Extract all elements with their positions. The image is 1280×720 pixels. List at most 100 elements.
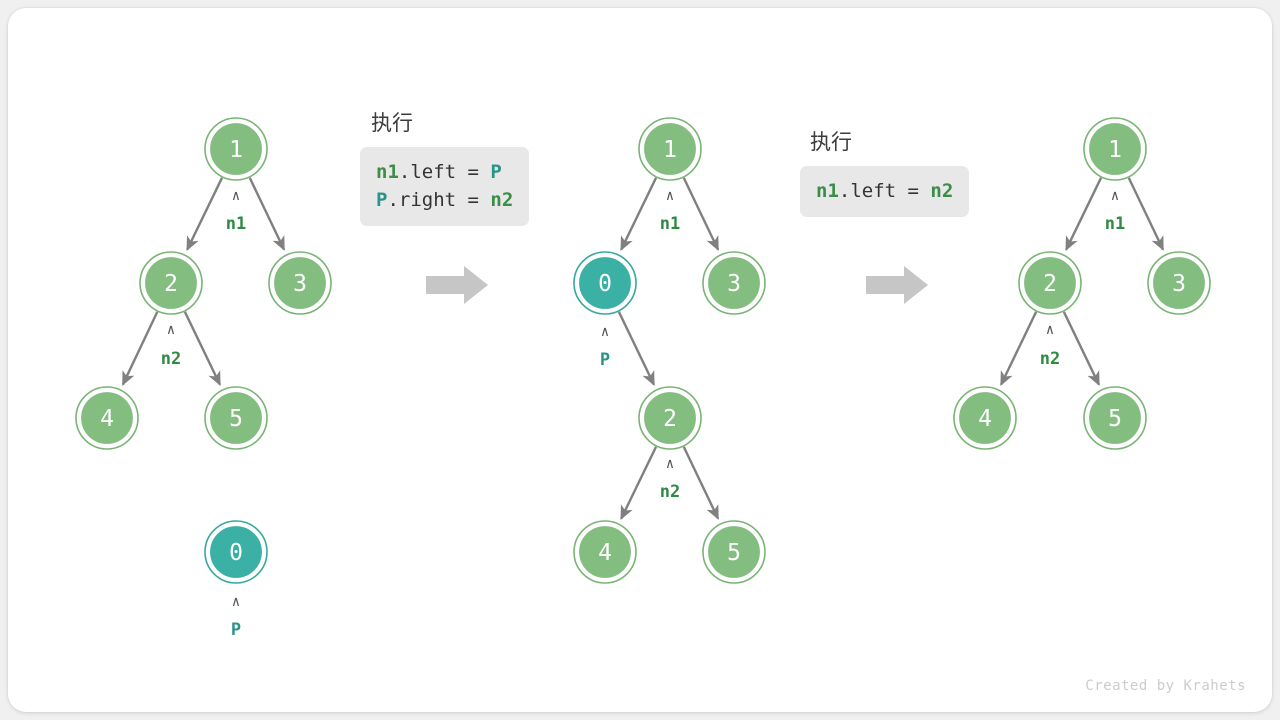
- pointer-label: n2: [161, 349, 181, 369]
- node-value-label: 5: [1108, 406, 1122, 432]
- node-value-label: 1: [663, 137, 677, 163]
- pointer-caret-icon: ∧: [167, 322, 175, 338]
- node-circle: [207, 389, 265, 447]
- tree-node[interactable]: 5: [702, 520, 766, 584]
- node-outer-ring: [204, 520, 268, 584]
- step-title-2: 执行: [371, 111, 413, 135]
- step-title-3: 执行: [810, 130, 852, 154]
- node-value-label: 4: [100, 406, 114, 432]
- code-token: n2: [930, 180, 954, 202]
- node-value-label: 3: [1172, 271, 1186, 297]
- pointer-label: n1: [226, 214, 246, 234]
- attribution-footer: Created by Krahets: [1085, 678, 1246, 694]
- node-outer-ring: [953, 386, 1017, 450]
- node-circle: [142, 254, 200, 312]
- node-circle: [956, 389, 1014, 447]
- tree-edge: [121, 311, 159, 386]
- node-outer-ring: [1018, 251, 1082, 315]
- code-token: P: [376, 189, 388, 211]
- pointer-label: n1: [1105, 214, 1125, 234]
- transition-arrows-layer: [426, 266, 928, 304]
- node-value-label: 0: [229, 540, 243, 566]
- tree-node[interactable]: 2: [1018, 251, 1082, 315]
- tree-node[interactable]: 1: [1083, 117, 1147, 181]
- node-outer-ring: [204, 386, 268, 450]
- tree-node[interactable]: 1: [638, 117, 702, 181]
- tree-node[interactable]: 4: [573, 520, 637, 584]
- node-outer-ring: [75, 386, 139, 450]
- pointer-labels-layer: ∧n1∧n2∧P∧n1∧P∧n2∧n1∧n2: [161, 188, 1125, 640]
- node-circle: [207, 120, 265, 178]
- tree-node[interactable]: 4: [953, 386, 1017, 450]
- node-circle: [576, 254, 634, 312]
- code-snippet-3: n1.left = n2: [800, 166, 970, 217]
- node-outer-ring: [702, 520, 766, 584]
- tree-edges-layer: [121, 177, 1165, 521]
- node-circle: [207, 523, 265, 581]
- tree-node[interactable]: 5: [1083, 386, 1147, 450]
- tree-node[interactable]: 2: [139, 251, 203, 315]
- node-circle: [705, 523, 763, 581]
- pointer-label: n2: [660, 482, 680, 502]
- node-circle: [576, 523, 634, 581]
- node-outer-ring: [638, 386, 702, 450]
- tree-edge: [620, 177, 658, 252]
- node-outer-ring: [268, 251, 332, 315]
- tree-nodes-layer: 1 2 3 4 5 0 1 0 3 2 4 5 1 2 3 4 5: [75, 117, 1211, 584]
- tree-edge: [1127, 177, 1165, 251]
- transition-arrow-icon: [426, 266, 488, 304]
- code-token: .right =: [387, 189, 491, 211]
- node-value-label: 0: [598, 271, 612, 297]
- tree-node[interactable]: 0: [573, 251, 637, 315]
- code-token: n1: [376, 161, 399, 183]
- tree-node[interactable]: 1: [204, 117, 268, 181]
- pointer-label: P: [600, 350, 610, 370]
- transition-arrow-icon: [866, 266, 928, 304]
- code-token: .left =: [398, 161, 491, 183]
- node-value-label: 3: [293, 271, 307, 297]
- tree-node[interactable]: 3: [1147, 251, 1211, 315]
- node-outer-ring: [1147, 251, 1211, 315]
- node-circle: [705, 254, 763, 312]
- node-circle: [1086, 389, 1144, 447]
- node-outer-ring: [139, 251, 203, 315]
- code-line: n1.left = P: [376, 158, 513, 186]
- tree-edge: [999, 311, 1038, 386]
- node-outer-ring: [573, 520, 637, 584]
- tree-edge: [682, 446, 720, 520]
- tree-edge: [617, 311, 656, 386]
- tree-edge: [248, 177, 286, 251]
- pointer-caret-icon: ∧: [1111, 188, 1119, 204]
- node-circle: [271, 254, 329, 312]
- pointer-label: n1: [660, 214, 680, 234]
- node-circle: [641, 389, 699, 447]
- tree-node[interactable]: 0: [204, 520, 268, 584]
- node-circle: [1150, 254, 1208, 312]
- tree-edge: [620, 446, 658, 521]
- pointer-caret-icon: ∧: [666, 456, 674, 472]
- pointer-label: n2: [1040, 349, 1060, 369]
- tree-node[interactable]: 4: [75, 386, 139, 450]
- pointer-label: P: [231, 620, 241, 640]
- code-token: n1: [816, 180, 839, 202]
- node-value-label: 2: [663, 406, 677, 432]
- code-token: P: [490, 161, 502, 183]
- node-circle: [78, 389, 136, 447]
- tree-node[interactable]: 3: [268, 251, 332, 315]
- code-line: P.right = n2: [376, 186, 513, 214]
- tree-node[interactable]: 5: [204, 386, 268, 450]
- tree-node[interactable]: 2: [638, 386, 702, 450]
- node-outer-ring: [638, 117, 702, 181]
- pointer-caret-icon: ∧: [666, 188, 674, 204]
- tree-node[interactable]: 3: [702, 251, 766, 315]
- node-value-label: 1: [229, 137, 243, 163]
- node-outer-ring: [1083, 117, 1147, 181]
- node-value-label: 4: [598, 540, 612, 566]
- node-value-label: 2: [164, 271, 178, 297]
- tree-edge: [186, 177, 224, 252]
- node-circle: [641, 120, 699, 178]
